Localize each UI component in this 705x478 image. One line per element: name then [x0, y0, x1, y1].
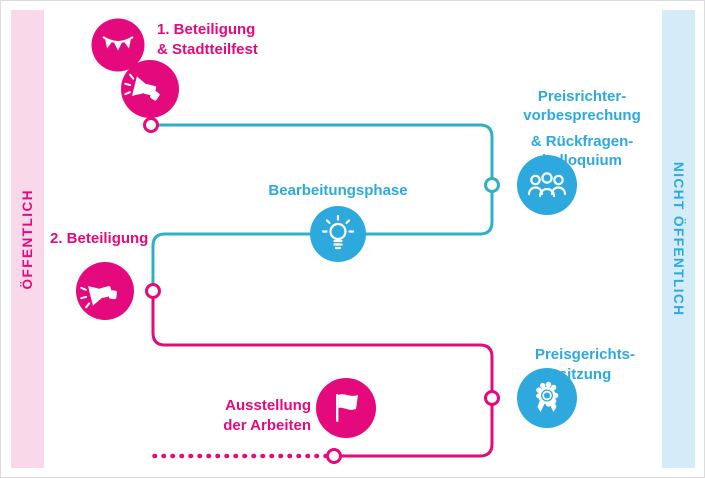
label-line: sitzung — [558, 366, 612, 383]
not-public-label: NICHT ÖFFENTLICH — [671, 161, 686, 317]
node-preisrichter — [517, 155, 577, 215]
node-beteiligung2 — [76, 262, 134, 320]
label-line: & Rückfragen- — [530, 133, 634, 150]
sidebar-public: ÖFFENTLICH — [11, 10, 44, 468]
medal-icon — [536, 381, 559, 412]
flag-icon — [336, 394, 358, 422]
connector-dot-5 — [326, 448, 342, 464]
label-line: der Arbeiten — [223, 417, 311, 434]
node-preisgericht — [517, 368, 577, 428]
label-line: Bearbeitungsphase — [268, 182, 408, 199]
connector-phase1-top — [156, 123, 494, 180]
connector-phase2-top — [151, 296, 494, 393]
label-line: kolloquium — [542, 152, 622, 169]
label-line: Ausstellung — [225, 397, 311, 414]
label-line: 1. Beteiligung — [157, 21, 256, 38]
node-beteiligung1 — [91, 18, 179, 118]
bunting-icon — [102, 36, 134, 51]
connector-dot-3 — [145, 283, 161, 299]
node-ausstellung — [316, 378, 376, 438]
label-line: & Stadtteilfest — [157, 41, 258, 58]
label-line: 2. Beteiligung — [50, 230, 149, 247]
lightbulb-icon — [321, 214, 355, 250]
sidebar-not-public: NICHT ÖFFENTLICH — [662, 10, 695, 468]
label-line: Preisgerichts- — [534, 346, 636, 363]
connector-dot-4 — [484, 390, 500, 406]
label-preisgericht: Preisgerichts- sitzung — [506, 345, 664, 385]
label-preisrichter: Preisrichter- vorbesprechung & Rückfrage… — [501, 87, 663, 170]
connector-phase2-bottom — [339, 403, 494, 458]
people-icon — [527, 172, 567, 198]
label-line: vorbesprechung — [523, 107, 641, 124]
connector-dot-2 — [484, 177, 500, 193]
node-bearbeitung — [310, 206, 366, 262]
label-ausstellung: Ausstellung der Arbeiten — [157, 396, 311, 436]
label-line: Preisrichter- — [537, 88, 627, 105]
connector-dot-1 — [143, 117, 159, 133]
label-bearbeitung: Bearbeitungsphase — [258, 181, 418, 201]
label-beteiligung2: 2. Beteiligung — [50, 229, 148, 249]
label-beteiligung1: 1. Beteiligung & Stadtteilfest — [157, 20, 258, 60]
